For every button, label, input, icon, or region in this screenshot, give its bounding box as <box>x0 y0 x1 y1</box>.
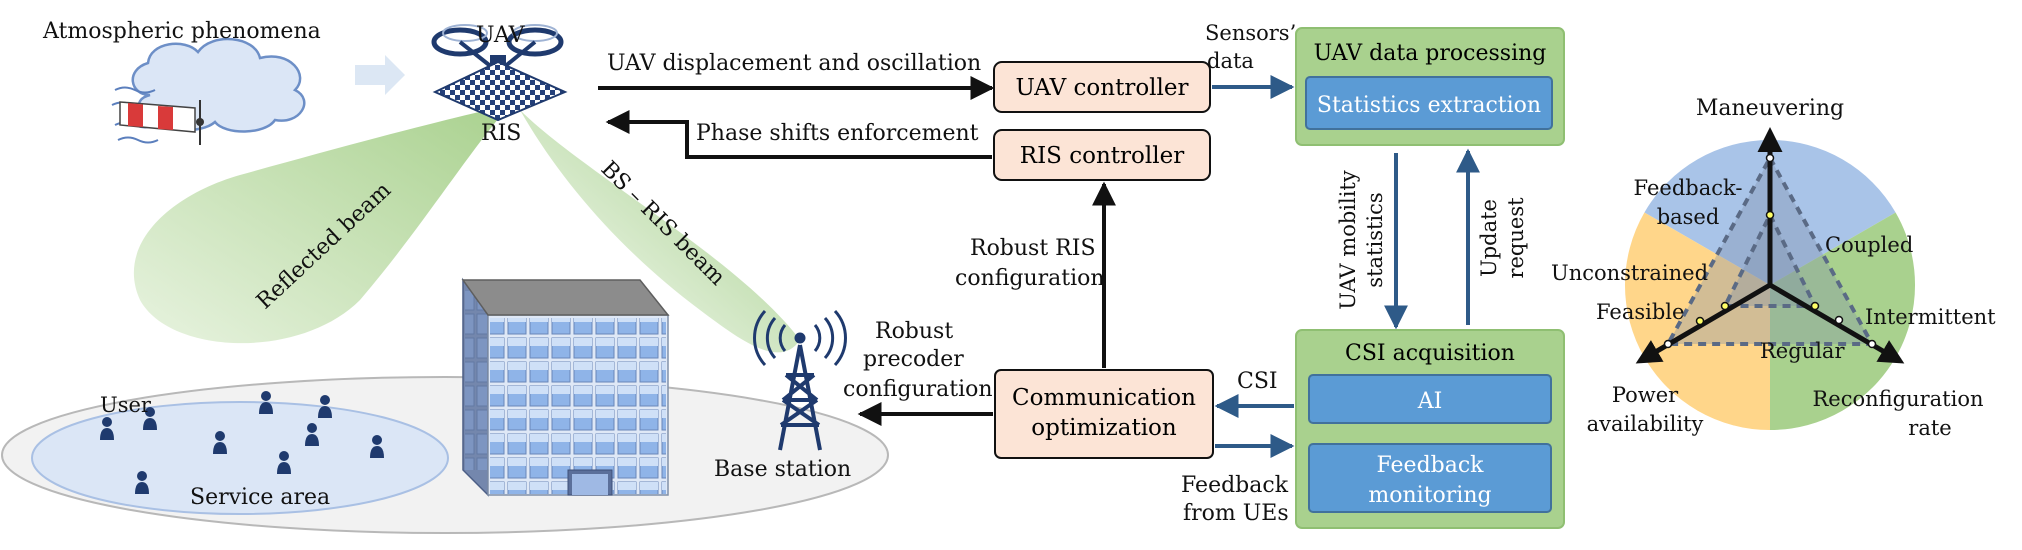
radar-feedback-based-label-1: Feedback- <box>1634 176 1743 200</box>
phase-shifts-arrow <box>605 110 992 159</box>
user-icon <box>135 471 149 494</box>
radar-marker <box>1695 316 1705 326</box>
service-area-label: Service area <box>190 485 330 510</box>
atmospheric-label: Atmospheric phenomena <box>42 19 321 44</box>
radar-marker <box>1720 301 1730 311</box>
base-station-icon <box>753 309 847 451</box>
bs-ris-beam <box>520 110 800 353</box>
update-request-label-1: Update <box>1477 199 1501 277</box>
base-station-label: Base station <box>714 457 851 482</box>
uav-ris-icon <box>431 24 568 122</box>
radar-feedback-based-label-2: based <box>1657 205 1720 229</box>
csi-acquisition-label: CSI acquisition <box>1345 341 1515 366</box>
windsock-icon <box>119 100 204 145</box>
radar-marker <box>1810 301 1820 311</box>
uav-data-processing-box: UAV data processing Statistics extractio… <box>1295 27 1565 146</box>
user-icon <box>100 417 114 440</box>
service-area <box>31 401 449 515</box>
comm-opt-label-1: Communication <box>1012 385 1196 411</box>
csi-label: CSI <box>1237 369 1278 394</box>
ai-label: AI <box>1417 389 1443 414</box>
radar-reconfig-label-2: rate <box>1908 416 1951 440</box>
reflected-beam <box>133 105 510 344</box>
radar-axis-reconfig <box>1768 282 1905 364</box>
feedback-ues-label-1: Feedback <box>1181 473 1289 498</box>
wind-arrow-icon <box>355 55 405 95</box>
radar-diagram: Maneuvering Feedback- based Coupled Unco… <box>1551 96 1996 440</box>
radar-axis-power <box>1635 282 1772 364</box>
users-group <box>100 391 384 494</box>
robust-precoder-label-2: precoder <box>863 347 964 372</box>
robust-precoder-label-3: configuration <box>843 377 993 402</box>
radar-marker <box>1867 339 1877 349</box>
phase-shifts-label: Phase shifts enforcement <box>696 121 979 146</box>
user-icon <box>143 407 157 430</box>
user-icon <box>259 391 273 414</box>
update-request-label-2: request <box>1504 197 1528 279</box>
mobility-stats-label-1: UAV mobility <box>1336 170 1360 310</box>
comm-opt-label-2: optimization <box>1031 415 1177 441</box>
radar-power-label-1: Power <box>1612 383 1679 407</box>
radar-regular-label: Regular <box>1760 339 1845 363</box>
radar-reconfig-label-1: Reconfiguration <box>1812 387 1983 411</box>
user-icon <box>318 395 332 418</box>
uav-controller-label: UAV controller <box>1015 75 1188 101</box>
uav-label: UAV <box>476 23 526 48</box>
radar-marker <box>1765 153 1775 163</box>
user-icon <box>277 451 291 474</box>
mobility-stats-label-2: statistics <box>1363 192 1387 287</box>
robust-ris-label-1: Robust RIS <box>970 236 1096 261</box>
robust-ris-label-2: configuration <box>955 266 1105 291</box>
displacement-label: UAV displacement and oscillation <box>607 51 981 76</box>
radar-coupled-label: Coupled <box>1825 233 1913 257</box>
sensors-data-label-1: Sensors’ <box>1205 21 1296 45</box>
radar-maneuvering-label: Maneuvering <box>1696 96 1844 121</box>
radar-unconstrained-label: Unconstrained <box>1551 261 1708 285</box>
communication-optimization-box: Communication optimization <box>994 369 1214 459</box>
user-icon <box>213 431 227 454</box>
statistics-extraction-label: Statistics extraction <box>1317 93 1541 118</box>
ris-controller-box: RIS controller <box>993 129 1211 181</box>
uav-processing-label: UAV data processing <box>1314 41 1547 66</box>
ris-label: RIS <box>481 121 521 146</box>
feedback-monitoring-label-1: Feedback <box>1376 453 1484 478</box>
user-label: User <box>100 393 152 417</box>
ris-controller-label: RIS controller <box>1020 143 1184 169</box>
user-icon <box>305 423 319 446</box>
radar-marker <box>1765 210 1775 220</box>
robust-precoder-label-1: Robust <box>875 319 953 344</box>
csi-acquisition-box: CSI acquisition AI Feedback monitoring <box>1295 329 1565 529</box>
feedback-monitoring-label-2: monitoring <box>1368 483 1491 508</box>
sensors-data-label-2: data <box>1207 49 1254 73</box>
radar-feasible-label: Feasible <box>1596 300 1684 324</box>
radar-marker <box>1663 339 1673 349</box>
feedback-ues-label-2: from UEs <box>1183 501 1289 526</box>
radar-power-label-2: availability <box>1587 412 1704 436</box>
uav-controller-box: UAV controller <box>993 61 1211 113</box>
user-icon <box>370 435 384 458</box>
building-icon <box>461 277 670 497</box>
radar-marker <box>1834 315 1844 325</box>
radar-intermittent-label: Intermittent <box>1865 305 1996 329</box>
